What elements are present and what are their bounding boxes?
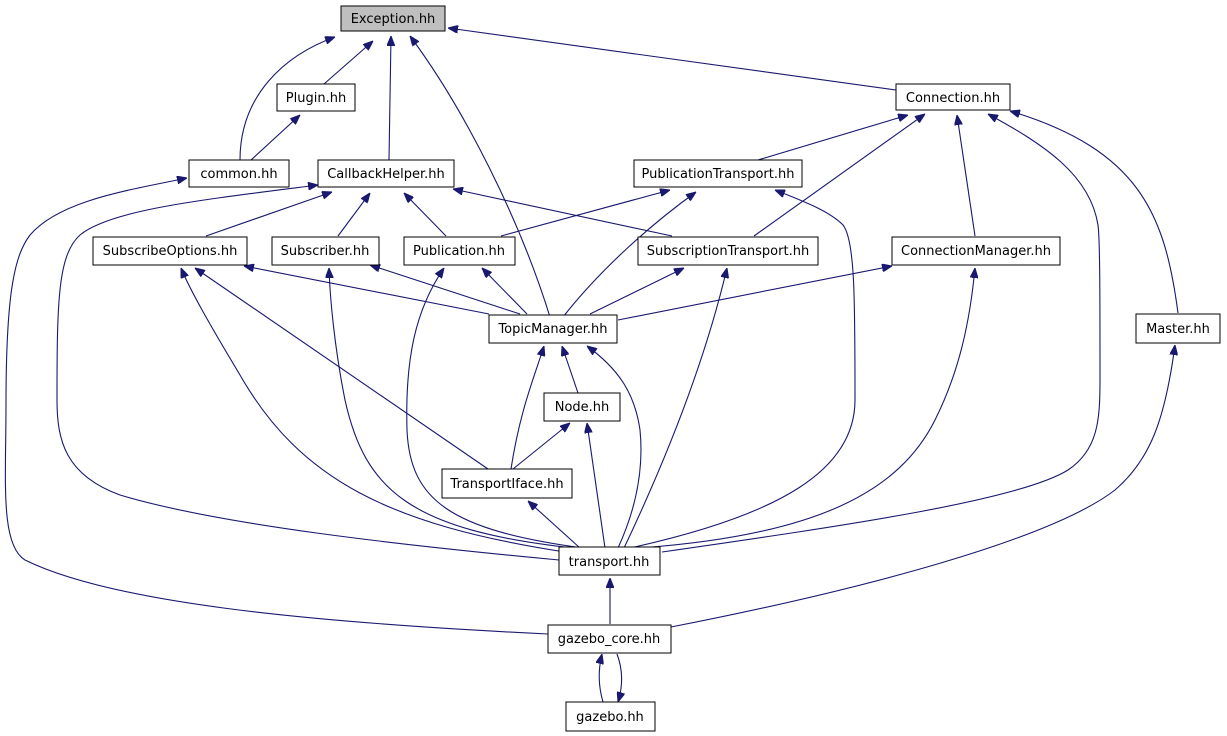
edge-subscriptiontransport-to-connection bbox=[753, 114, 925, 237]
edge-gazebo_core-to-master bbox=[670, 345, 1175, 628]
node-label: Plugin.hh bbox=[286, 91, 346, 106]
node-gazebo[interactable]: gazebo.hh bbox=[565, 701, 656, 732]
node-label: Master.hh bbox=[1146, 322, 1210, 337]
edge-common-to-exception bbox=[239, 37, 335, 161]
node-label: Publication.hh bbox=[413, 244, 505, 259]
edge-topicmanager-to-connectionmanager bbox=[617, 266, 892, 321]
node-exception[interactable]: Exception.hh bbox=[340, 5, 446, 32]
edge-topicmanager-to-exception bbox=[410, 36, 551, 318]
node-master[interactable]: Master.hh bbox=[1135, 313, 1221, 344]
edge-topicmanager-to-publicationtransport bbox=[562, 192, 696, 318]
node-label: CallbackHelper.hh bbox=[327, 167, 445, 182]
node-label: SubscriptionTransport.hh bbox=[647, 244, 809, 259]
node-callbackhelper[interactable]: CallbackHelper.hh bbox=[317, 159, 455, 188]
edge-transport-to-topicmanager bbox=[587, 346, 642, 549]
node-label: TopicManager.hh bbox=[497, 322, 607, 337]
node-label: common.hh bbox=[200, 167, 277, 182]
node-connectionmanager[interactable]: ConnectionManager.hh bbox=[891, 236, 1061, 266]
node-common[interactable]: common.hh bbox=[188, 159, 290, 188]
edge-transport-to-connectionmanager bbox=[639, 268, 975, 549]
edge-transport-to-connection bbox=[661, 114, 1101, 553]
edge-transport-to-transportiface bbox=[528, 501, 581, 549]
node-publicationtransport[interactable]: PublicationTransport.hh bbox=[633, 159, 803, 188]
edge-transportiface-to-topicmanager bbox=[510, 346, 544, 470]
node-label: Node.hh bbox=[555, 400, 610, 415]
node-topicmanager[interactable]: TopicManager.hh bbox=[488, 314, 618, 344]
edge-transport-to-publicationtransport bbox=[629, 189, 856, 549]
edge-gazebo_core-to-common bbox=[4, 178, 549, 635]
edge-node-to-topicmanager bbox=[562, 346, 579, 394]
edge-subscriptiontransport-to-callbackhelper bbox=[453, 189, 673, 237]
edge-transport-to-node bbox=[587, 423, 606, 549]
edge-connectionmanager-to-connection bbox=[957, 115, 976, 237]
node-subscriber[interactable]: Subscriber.hh bbox=[271, 236, 380, 266]
edge-transportiface-to-node bbox=[512, 423, 570, 470]
node-publication[interactable]: Publication.hh bbox=[403, 236, 516, 266]
node-layer: Exception.hh Plugin.hh Connection.hh com… bbox=[92, 5, 1221, 732]
edge-publication-to-callbackhelper bbox=[404, 193, 447, 237]
node-label: gazebo_core.hh bbox=[558, 632, 661, 647]
node-label: transport.hh bbox=[569, 555, 650, 570]
node-label: TransportIface.hh bbox=[449, 477, 563, 492]
edge-gazebo-to-gazebo_core bbox=[599, 654, 603, 703]
edge-subscriber-to-callbackhelper bbox=[337, 193, 370, 237]
edge-transport-to-subscriber bbox=[329, 268, 574, 549]
node-plugin[interactable]: Plugin.hh bbox=[276, 83, 356, 112]
edge-transport-to-subscriptiontransport bbox=[623, 268, 727, 549]
node-label: Connection.hh bbox=[906, 91, 1000, 106]
node-label: Subscriber.hh bbox=[281, 244, 370, 259]
node-transportiface[interactable]: TransportIface.hh bbox=[441, 468, 573, 499]
node-subscribeoptions[interactable]: SubscribeOptions.hh bbox=[92, 236, 248, 266]
edge-subscribeoptions-to-callbackhelper bbox=[205, 192, 332, 237]
edge-layer bbox=[4, 28, 1179, 703]
node-label: PublicationTransport.hh bbox=[642, 167, 795, 182]
node-transport[interactable]: transport.hh bbox=[558, 546, 661, 576]
edge-publication-to-publicationtransport bbox=[500, 190, 670, 237]
edge-gazebo_core-to-gazebo bbox=[616, 653, 622, 702]
edge-topicmanager-to-subscriber bbox=[370, 265, 521, 315]
edge-topicmanager-to-subscriptiontransport bbox=[589, 268, 684, 315]
node-connection[interactable]: Connection.hh bbox=[895, 83, 1011, 111]
node-subscriptiontransport[interactable]: SubscriptionTransport.hh bbox=[637, 236, 819, 266]
node-label: Exception.hh bbox=[351, 12, 436, 27]
node-gazebo_core[interactable]: gazebo_core.hh bbox=[547, 624, 672, 654]
edge-plugin-to-exception bbox=[323, 41, 373, 85]
edge-publicationtransport-to-connection bbox=[757, 115, 908, 161]
edge-topicmanager-to-subscribeoptions bbox=[244, 266, 490, 315]
edge-callbackhelper-to-exception bbox=[389, 36, 391, 161]
edge-common-to-plugin bbox=[250, 115, 300, 161]
edge-connection-to-exception bbox=[448, 28, 897, 91]
edge-transportiface-to-subscribeoptions bbox=[195, 268, 489, 470]
edge-transport-to-callbackhelper bbox=[56, 185, 560, 561]
node-label: gazebo.hh bbox=[576, 710, 644, 725]
node-node[interactable]: Node.hh bbox=[543, 392, 621, 422]
node-label: ConnectionManager.hh bbox=[901, 244, 1051, 259]
node-label: SubscribeOptions.hh bbox=[103, 244, 238, 259]
edge-master-to-connection bbox=[1010, 111, 1179, 314]
edge-transport-to-publication bbox=[406, 268, 584, 549]
edge-transport-to-subscribeoptions bbox=[181, 268, 566, 553]
edge-topicmanager-to-publication bbox=[482, 268, 528, 315]
